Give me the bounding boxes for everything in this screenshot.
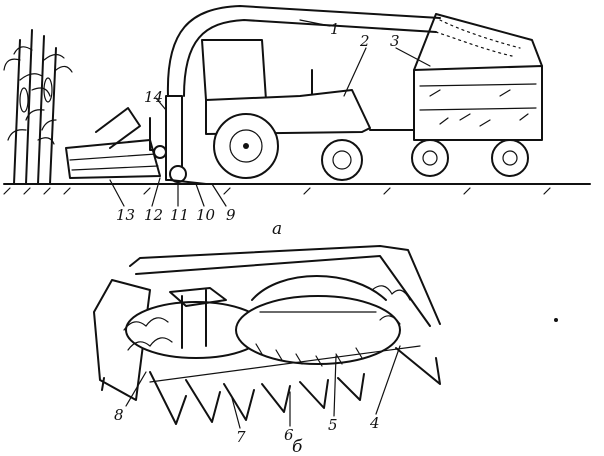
label-1: 1 (330, 20, 340, 38)
label-6: 6 (284, 426, 294, 444)
header-unit (65, 107, 171, 179)
panel-b-drawing (93, 245, 441, 429)
label-4: 4 (369, 414, 380, 432)
label-13: 13 (116, 206, 135, 224)
tractor-cab (201, 39, 267, 101)
corn-stalks (3, 29, 73, 185)
left-rotor (123, 287, 267, 359)
discharge-spout (166, 5, 521, 97)
crop-dividers (149, 347, 441, 425)
frame-rail (129, 245, 441, 325)
label-10: 10 (196, 206, 216, 224)
label-2: 2 (359, 32, 370, 50)
label-5: 5 (328, 416, 338, 434)
tractor (201, 39, 415, 181)
label-11: 11 (170, 206, 189, 224)
panel-a-drawing (3, 5, 591, 207)
label-8: 8 (114, 406, 124, 424)
cutter-bar (149, 345, 421, 383)
caption-b: б (292, 437, 303, 456)
caption-a: а (272, 219, 282, 239)
label-9: 9 (226, 206, 236, 224)
trailer (411, 13, 543, 177)
feeder-column (165, 95, 207, 185)
panel-b-leaders (125, 345, 401, 429)
panel-a-leaders (109, 19, 431, 207)
label-14: 14 (144, 88, 163, 106)
label-12: 12 (144, 206, 163, 224)
label-3: 3 (390, 32, 400, 50)
ground-hatching (3, 187, 551, 195)
right-rotor (235, 275, 411, 367)
label-7: 7 (236, 428, 246, 446)
tractor-front-wheel (321, 139, 363, 181)
stray-dot (554, 318, 558, 322)
